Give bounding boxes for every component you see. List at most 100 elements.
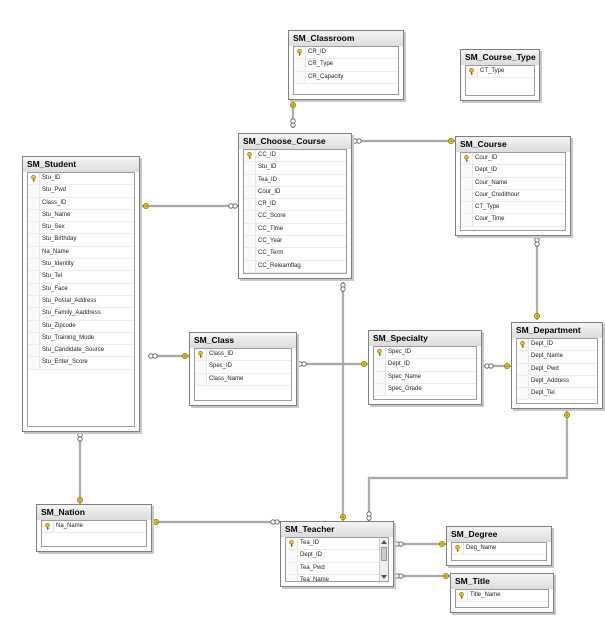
primary-key-field[interactable]: Tea_ID <box>286 538 388 551</box>
relationship-connector[interactable] <box>394 541 446 547</box>
table-field[interactable]: Stu_Identity <box>28 259 134 272</box>
table-field[interactable]: CR_ID <box>244 199 346 212</box>
relationship-connector[interactable] <box>297 361 368 367</box>
key-end-icon <box>439 541 445 547</box>
table-field[interactable]: Cour_Credithour <box>461 189 565 203</box>
table-field[interactable]: Dept_Name <box>517 351 597 364</box>
relationship-connector[interactable] <box>142 203 238 209</box>
table-field[interactable]: CR_Capacity <box>294 71 398 84</box>
table-field[interactable]: Stu_Birthday <box>28 234 134 247</box>
table-field[interactable]: Tea_Name <box>286 574 388 581</box>
scroll-up-arrow-icon[interactable] <box>381 540 387 544</box>
table-field[interactable]: Stu_Training_Mode <box>28 332 134 346</box>
table-field[interactable]: Spec_Name <box>374 371 476 384</box>
table-field[interactable]: Stu_ID <box>244 162 346 175</box>
primary-key-field[interactable]: Na_Name <box>42 521 146 534</box>
table-field[interactable]: Stu_Sex <box>28 222 134 235</box>
relationship-connector[interactable] <box>366 411 570 521</box>
relationship-connector[interactable] <box>77 432 83 504</box>
table-field[interactable]: CR_Type <box>294 59 398 72</box>
primary-key-field[interactable]: CT_Type <box>466 66 534 79</box>
table-field[interactable]: CC_Year <box>244 236 346 249</box>
relationship-connector[interactable] <box>340 282 346 521</box>
table-field[interactable]: Spec_ID <box>195 361 291 374</box>
field-name: CC_Term <box>258 250 284 257</box>
table-field[interactable]: Stu_Pwd <box>28 185 134 198</box>
vertical-scrollbar[interactable] <box>379 538 388 581</box>
primary-key-field[interactable]: Dept_ID <box>517 339 597 352</box>
primary-key-field[interactable]: Title_Name <box>456 590 548 603</box>
table-field[interactable]: Class_Name <box>195 373 291 386</box>
relationship-connector[interactable] <box>352 138 455 144</box>
row-selector <box>28 185 40 197</box>
table-field[interactable]: Stu_Enter_Score <box>28 357 134 370</box>
row-selector <box>286 562 298 574</box>
table-field[interactable]: Tea_ID <box>244 174 346 187</box>
primary-key-field[interactable]: CR_ID <box>294 47 398 60</box>
scroll-down-arrow-icon[interactable] <box>381 575 387 579</box>
table-field[interactable]: Stu_Family_Aaddress <box>28 308 134 321</box>
table-title: SM_Course <box>456 137 570 152</box>
table-field[interactable]: Stu_Name <box>28 209 134 223</box>
primary-key-field[interactable]: Deg_Name <box>452 543 546 556</box>
relationship-connector[interactable] <box>290 101 296 128</box>
primary-key-field[interactable]: Class_ID <box>195 349 291 362</box>
row-selector <box>461 214 473 226</box>
row-selector <box>244 186 256 199</box>
relationship-connector[interactable] <box>484 363 511 369</box>
field-name: Spec_Grade <box>388 385 422 392</box>
table-sm-nation[interactable]: SM_Nation Na_Name <box>36 504 152 552</box>
field-name: Stu_Pwd <box>42 187 67 194</box>
table-field[interactable]: Dept_ID <box>461 165 565 178</box>
table-sm-title[interactable]: SM_Title Title_Name <box>450 573 554 613</box>
table-field[interactable]: Stu_Candidate_Source <box>28 345 134 358</box>
relationship-connector[interactable] <box>152 519 280 525</box>
field-name: Dept_Tel <box>531 390 555 397</box>
table-field[interactable]: Cour_Time <box>461 214 565 227</box>
table-field[interactable]: CC_Relearnflag <box>244 260 346 273</box>
field-name: CC_Year <box>258 238 283 245</box>
primary-key-field[interactable]: Cour_ID <box>461 153 565 166</box>
table-field[interactable]: Cour_Name <box>461 177 565 190</box>
relationship-connector[interactable] <box>148 353 189 359</box>
table-field[interactable]: Spec_Grade <box>374 383 476 397</box>
field-name: Title_Name <box>470 592 501 598</box>
table-field[interactable]: Stu_Tel <box>28 271 134 284</box>
table-sm-course-type[interactable]: SM_Course_Type CT_Type <box>460 49 540 101</box>
table-field[interactable]: CC_Term <box>244 248 346 261</box>
table-field[interactable]: CC_Time <box>244 223 346 237</box>
table-sm-degree[interactable]: SM_Degree Deg_Name <box>446 526 552 566</box>
table-field[interactable]: Dept_Address <box>517 375 597 389</box>
relationship-connector[interactable] <box>394 573 450 579</box>
table-field[interactable]: Dept_ID <box>286 550 388 563</box>
scroll-thumb[interactable] <box>381 547 387 561</box>
table-field[interactable]: Class_ID <box>28 197 134 210</box>
field-name: Dept_Address <box>531 377 570 384</box>
field-name: Dept_ID <box>531 341 554 347</box>
table-field[interactable]: Stu_Zipcode <box>28 320 134 333</box>
table-field[interactable]: Dept_ID <box>374 359 476 372</box>
table-field[interactable]: CT_Type <box>461 202 565 215</box>
key-icon <box>458 592 465 599</box>
row-selector <box>461 189 473 202</box>
primary-key-field[interactable]: CC_ID <box>244 150 346 163</box>
table-field[interactable]: Stu_Postal_Address <box>28 295 134 309</box>
table-field[interactable]: CC_Score <box>244 211 346 224</box>
table-field[interactable]: Stu_Face <box>28 283 134 296</box>
primary-key-field[interactable]: Spec_ID <box>374 347 476 360</box>
relationship-connector[interactable] <box>534 237 540 320</box>
table-field[interactable]: Dept_Tel <box>517 388 597 401</box>
primary-key-field[interactable]: Stu_ID <box>28 173 134 186</box>
table-field[interactable]: Dept_Pwd <box>517 363 597 376</box>
table-field[interactable]: Tea_Pwd <box>286 562 388 575</box>
table-field[interactable]: Cour_ID <box>244 186 346 200</box>
table-field[interactable]: Na_Name <box>28 246 134 260</box>
